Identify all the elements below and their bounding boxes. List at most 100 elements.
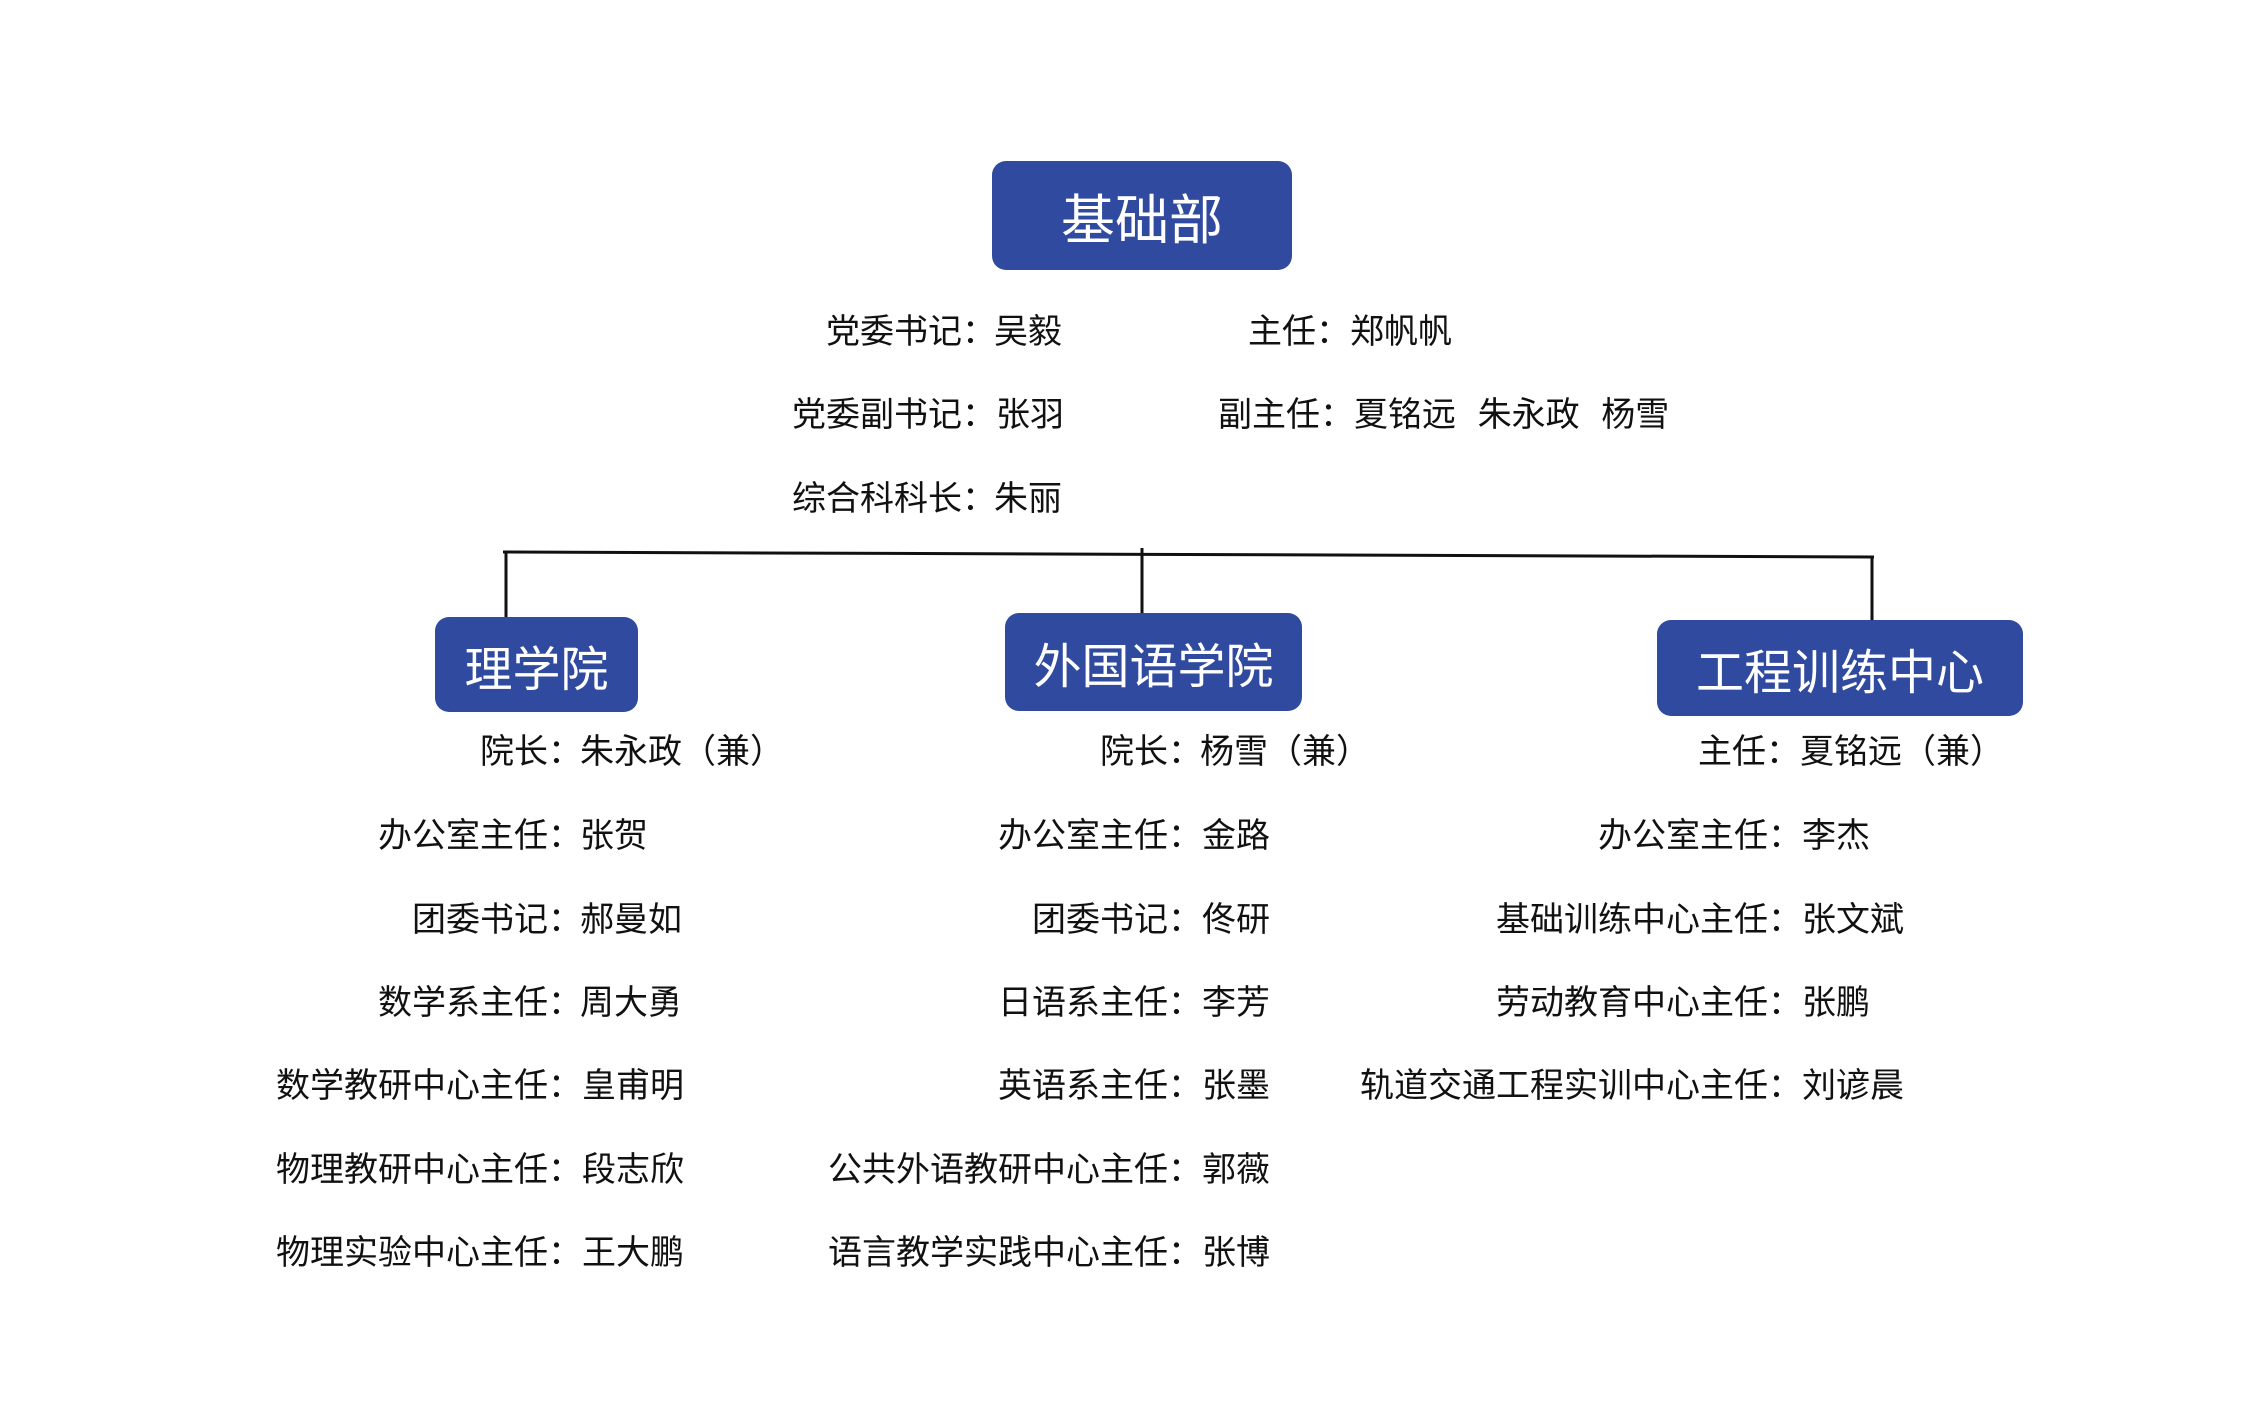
staff-label: 团委书记： — [412, 900, 582, 940]
root-staff-right-1-name: 夏铭远 朱永政 杨雪 — [1354, 390, 1754, 440]
staff-name: 夏铭远（兼） — [1800, 732, 2004, 772]
staff-name: 杨雪（兼） — [1200, 732, 1370, 772]
waiguoyu-staff-0-name: 杨雪（兼） — [1200, 727, 1500, 777]
staff-name: 金路 — [1202, 816, 1270, 856]
lixueyuan-staff-0: 院长： — [180, 727, 582, 777]
staff-name: 王大鹏 — [582, 1233, 684, 1273]
lixueyuan-staff-6: 物理实验中心主任： — [180, 1228, 582, 1278]
gongcheng-staff-1-name: 李杰 — [1802, 811, 2102, 861]
staff-label: 副主任： — [1218, 395, 1354, 435]
staff-label: 语言教学实践中心主任： — [828, 1233, 1202, 1273]
staff-label: 办公室主任： — [998, 816, 1202, 856]
root-staff-left-0: 党委书记： — [700, 307, 996, 357]
staff-label: 公共外语教研中心主任： — [828, 1150, 1202, 1190]
staff-name: 郝曼如 — [580, 900, 682, 940]
staff-name: 张文斌 — [1802, 900, 1904, 940]
lixueyuan-staff-3: 数学系主任： — [180, 978, 582, 1028]
staff-label: 基础训练中心主任： — [1496, 900, 1802, 940]
gongcheng-staff-4-name: 刘谚晨 — [1802, 1061, 2102, 1111]
staff-name: 夏铭远 朱永政 杨雪 — [1354, 395, 1670, 435]
lixueyuan-staff-4: 数学教研中心主任： — [180, 1061, 582, 1111]
waiguoyu-staff-4-name: 张墨 — [1202, 1061, 1502, 1111]
gongcheng-staff-2: 基础训练中心主任： — [1300, 895, 1802, 945]
waiguoyu-staff-1: 办公室主任： — [760, 811, 1202, 861]
root-staff-left-1-name: 张羽 — [996, 390, 1196, 440]
waiguoyu-staff-6-name: 张博 — [1202, 1228, 1502, 1278]
root-staff-left-1: 党委副书记： — [700, 390, 996, 440]
waiguoyu-staff-6: 语言教学实践中心主任： — [760, 1228, 1202, 1278]
lixueyuan-staff-0-name: 朱永政（兼） — [580, 727, 900, 777]
staff-name: 周大勇 — [580, 983, 682, 1023]
waiguoyu-staff-1-name: 金路 — [1202, 811, 1502, 861]
waiguoyu-staff-5: 公共外语教研中心主任： — [760, 1145, 1202, 1195]
staff-name: 李芳 — [1202, 983, 1270, 1023]
staff-name: 吴毅 — [994, 312, 1062, 352]
root-staff-right-0: 主任： — [1150, 307, 1350, 357]
staff-label: 办公室主任： — [1598, 816, 1802, 856]
lixueyuan-staff-4-name: 皇甫明 — [582, 1061, 902, 1111]
staff-name: 张鹏 — [1802, 983, 1870, 1023]
staff-label: 轨道交通工程实训中心主任： — [1360, 1066, 1802, 1106]
staff-name: 刘谚晨 — [1802, 1066, 1904, 1106]
root-staff-left-2: 综合科科长： — [700, 474, 996, 524]
lixueyuan-staff-5-name: 段志欣 — [582, 1145, 902, 1195]
waiguoyu-staff-2-name: 佟研 — [1202, 895, 1502, 945]
waiguoyu-staff-4: 英语系主任： — [760, 1061, 1202, 1111]
waiguoyu-staff-5-name: 郭薇 — [1202, 1145, 1502, 1195]
gongcheng-staff-3: 劳动教育中心主任： — [1300, 978, 1802, 1028]
staff-label: 物理实验中心主任： — [276, 1233, 582, 1273]
staff-label: 党委副书记： — [792, 395, 996, 435]
staff-name: 张羽 — [996, 395, 1064, 435]
root-staff-right-0-name: 郑帆帆 — [1350, 307, 1650, 357]
lixueyuan-staff-3-name: 周大勇 — [580, 978, 900, 1028]
lixueyuan-staff-6-name: 王大鹏 — [582, 1228, 902, 1278]
gongcheng-staff-2-name: 张文斌 — [1802, 895, 2102, 945]
staff-label: 主任： — [1248, 312, 1350, 352]
staff-label: 党委书记： — [826, 312, 996, 352]
waiguoyu-staff-0: 院长： — [760, 727, 1202, 777]
staff-name: 张博 — [1202, 1233, 1270, 1273]
staff-label: 院长： — [480, 732, 582, 772]
root-staff-right-1: 副主任： — [1150, 390, 1354, 440]
gongcheng-staff-0: 主任： — [1300, 727, 1800, 777]
staff-name: 段志欣 — [582, 1150, 684, 1190]
staff-name: 佟研 — [1202, 900, 1270, 940]
staff-label: 团委书记： — [1032, 900, 1202, 940]
staff-label: 办公室主任： — [378, 816, 582, 856]
gongcheng-staff-1: 办公室主任： — [1300, 811, 1802, 861]
child-node-gongcheng: 工程训练中心 — [1657, 620, 2023, 716]
staff-label: 院长： — [1100, 732, 1202, 772]
staff-name: 张墨 — [1202, 1066, 1270, 1106]
connector-horizontal — [502, 550, 1875, 559]
staff-label: 劳动教育中心主任： — [1496, 983, 1802, 1023]
lixueyuan-staff-2-name: 郝曼如 — [580, 895, 900, 945]
staff-label: 数学教研中心主任： — [276, 1066, 582, 1106]
staff-label: 英语系主任： — [998, 1066, 1202, 1106]
root-node-jichubu: 基础部 — [992, 161, 1292, 270]
lixueyuan-staff-1: 办公室主任： — [180, 811, 582, 861]
lixueyuan-staff-2: 团委书记： — [180, 895, 582, 945]
staff-name: 郑帆帆 — [1350, 312, 1452, 352]
staff-label: 主任： — [1698, 732, 1800, 772]
root-staff-left-2-name: 朱丽 — [994, 474, 1194, 524]
staff-name: 李杰 — [1802, 816, 1870, 856]
root-staff-left-0-name: 吴毅 — [994, 307, 1194, 357]
gongcheng-staff-0-name: 夏铭远（兼） — [1800, 727, 2100, 777]
staff-label: 物理教研中心主任： — [276, 1150, 582, 1190]
staff-name: 朱永政（兼） — [580, 732, 784, 772]
staff-name: 朱丽 — [994, 479, 1062, 519]
staff-name: 张贺 — [580, 816, 648, 856]
staff-name: 皇甫明 — [582, 1066, 684, 1106]
staff-label: 数学系主任： — [378, 983, 582, 1023]
gongcheng-staff-4: 轨道交通工程实训中心主任： — [1200, 1061, 1802, 1111]
staff-name: 郭薇 — [1202, 1150, 1270, 1190]
staff-label: 综合科科长： — [792, 479, 996, 519]
lixueyuan-staff-5: 物理教研中心主任： — [180, 1145, 582, 1195]
child-node-lixueyuan: 理学院 — [435, 617, 638, 712]
waiguoyu-staff-2: 团委书记： — [760, 895, 1202, 945]
waiguoyu-staff-3: 日语系主任： — [760, 978, 1202, 1028]
staff-label: 日语系主任： — [998, 983, 1202, 1023]
child-node-waiguoyu: 外国语学院 — [1005, 613, 1302, 711]
gongcheng-staff-3-name: 张鹏 — [1802, 978, 2102, 1028]
